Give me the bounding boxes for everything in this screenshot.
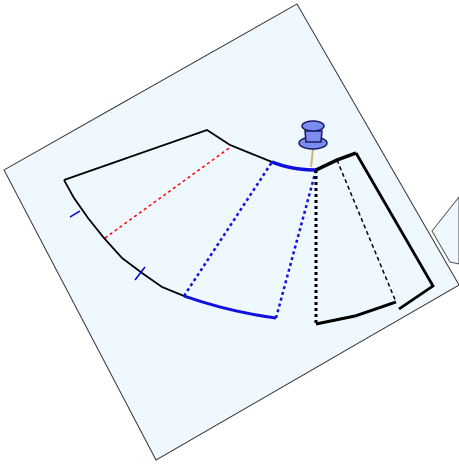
blue-bottom-edge [183,294,277,320]
left-panel-side-edge [63,179,185,297]
blue-top-edge [271,160,317,172]
right-panel-outer-edge [354,152,435,311]
side-sheet-fragment [431,196,459,265]
blue-tick-mark [134,266,146,281]
pushpin-icon[interactable] [298,120,328,168]
right-panel [314,151,435,326]
paper-sheet [3,3,459,461]
blue-dashed-line-right [274,169,318,319]
blue-section [69,160,318,320]
right-panel-bottom-edge [315,300,397,326]
right-thin-dashed-line [336,159,397,303]
left-panel-outer-edge [63,129,273,181]
red-fold-line [104,145,233,239]
blue-tick-mark [69,210,81,218]
blue-dashed-line-left [182,161,274,297]
